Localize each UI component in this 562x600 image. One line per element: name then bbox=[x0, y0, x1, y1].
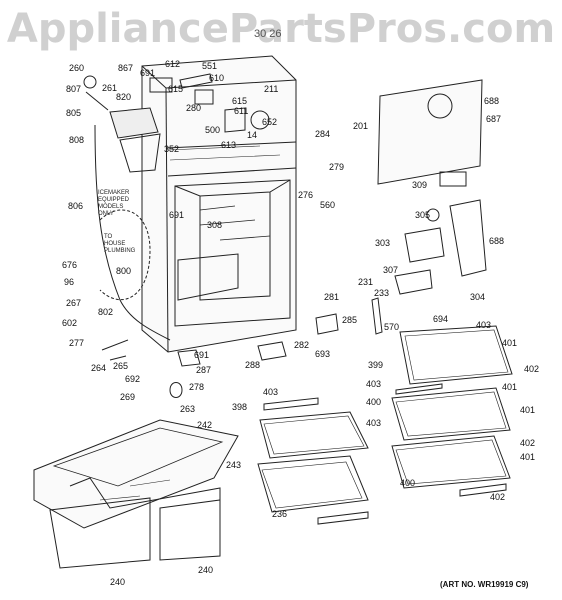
part-label: 676 bbox=[62, 260, 78, 270]
part-label: 867 bbox=[118, 63, 134, 73]
part-label: 688 bbox=[484, 96, 500, 106]
part-label: 281 bbox=[324, 292, 340, 302]
part-label: 602 bbox=[62, 318, 78, 328]
shelves-right bbox=[391, 325, 513, 497]
cabinet bbox=[141, 55, 297, 353]
art-number: (ART NO. WR19919 C9) bbox=[440, 580, 529, 589]
part-label: 612 bbox=[165, 59, 181, 69]
part-label: 402 bbox=[490, 492, 506, 502]
part-label: 352 bbox=[164, 144, 180, 154]
cover-panel bbox=[377, 79, 483, 187]
part-label: 802 bbox=[98, 307, 114, 317]
part-label: 570 bbox=[384, 322, 400, 332]
part-label: 303 bbox=[375, 238, 391, 248]
part-label: 242 bbox=[197, 420, 213, 430]
part-label: 691 bbox=[169, 210, 185, 220]
part-label: 808 bbox=[69, 135, 85, 145]
part-label: 307 bbox=[383, 265, 399, 275]
part-label: 96 bbox=[64, 277, 75, 287]
part-label: 400 bbox=[366, 397, 382, 407]
part-label: 652 bbox=[262, 117, 278, 127]
part-label: 688 bbox=[489, 236, 505, 246]
part-label: 304 bbox=[470, 292, 486, 302]
part-label: 691 bbox=[194, 350, 210, 360]
part-label: 398 bbox=[232, 402, 248, 412]
part-label: 611 bbox=[234, 106, 249, 116]
plumbing-note: TO HOUSE PLUMBING bbox=[104, 234, 136, 254]
part-label: 233 bbox=[374, 288, 390, 298]
part-label: 277 bbox=[69, 338, 85, 348]
icemaker-assembly bbox=[83, 75, 171, 341]
part-label: 261 bbox=[102, 83, 118, 93]
part-label: 401 bbox=[502, 338, 518, 348]
part-label: 400 bbox=[400, 478, 416, 488]
part-label: 287 bbox=[196, 365, 212, 375]
part-label: 236 bbox=[272, 509, 288, 519]
part-label: 401 bbox=[502, 382, 518, 392]
part-label: 279 bbox=[329, 162, 345, 172]
part-label: 610 bbox=[209, 73, 225, 83]
part-label: 692 bbox=[125, 374, 141, 384]
part-label: 403 bbox=[366, 418, 382, 428]
part-label: 399 bbox=[368, 360, 384, 370]
part-label: 403 bbox=[366, 379, 382, 389]
part-label: 14 bbox=[247, 130, 258, 140]
part-label: 820 bbox=[116, 92, 132, 102]
diagram-subtitle: 30 26 bbox=[254, 28, 282, 40]
part-label: 551 bbox=[202, 61, 218, 71]
part-label: 284 bbox=[315, 129, 331, 139]
part-label: 276 bbox=[298, 190, 314, 200]
part-label: 269 bbox=[120, 392, 136, 402]
part-label: 201 bbox=[353, 121, 369, 131]
part-label: 308 bbox=[207, 220, 223, 230]
part-label: 260 bbox=[69, 63, 85, 73]
part-label: 800 bbox=[116, 266, 132, 276]
part-label: 240 bbox=[198, 565, 214, 575]
part-label: 615 bbox=[232, 96, 248, 106]
brackets bbox=[101, 199, 487, 398]
part-label: 231 bbox=[358, 277, 374, 287]
part-label: 687 bbox=[486, 114, 502, 124]
part-label: 401 bbox=[520, 405, 536, 415]
part-label: 267 bbox=[66, 298, 82, 308]
part-label: 560 bbox=[320, 200, 336, 210]
part-label: 805 bbox=[66, 108, 82, 118]
part-label: 240 bbox=[110, 577, 126, 587]
part-label: 288 bbox=[245, 360, 261, 370]
part-label: 264 bbox=[91, 363, 107, 373]
part-label: 285 bbox=[342, 315, 358, 325]
part-label: 807 bbox=[66, 84, 82, 94]
part-label: 615 bbox=[168, 84, 184, 94]
part-label: 694 bbox=[433, 314, 449, 324]
part-label: 263 bbox=[180, 404, 196, 414]
part-label: 402 bbox=[524, 364, 540, 374]
part-label: 691 bbox=[140, 68, 156, 78]
part-label: 403 bbox=[263, 387, 279, 397]
part-label: 401 bbox=[520, 452, 536, 462]
part-label: 280 bbox=[186, 103, 202, 113]
crisper-assembly bbox=[33, 419, 239, 569]
shelves-middle bbox=[257, 397, 369, 525]
part-label: 806 bbox=[68, 201, 84, 211]
part-label: 402 bbox=[520, 438, 536, 448]
part-label: 278 bbox=[189, 382, 205, 392]
part-label: 282 bbox=[294, 340, 310, 350]
part-label: 309 bbox=[412, 180, 428, 190]
part-label: 500 bbox=[205, 125, 221, 135]
watermark: AppliancePartsPros.com bbox=[6, 6, 556, 52]
part-label: 305 bbox=[415, 210, 431, 220]
part-label: 243 bbox=[226, 460, 242, 470]
top-components bbox=[149, 73, 270, 133]
part-label: 211 bbox=[264, 84, 279, 94]
icemaker-note: ICEMAKER EQUIPPED MODELS ONLY bbox=[98, 190, 130, 217]
part-label: 403 bbox=[476, 320, 492, 330]
part-label: 265 bbox=[113, 361, 129, 371]
part-label: 693 bbox=[315, 349, 331, 359]
part-label: 613 bbox=[221, 140, 237, 150]
